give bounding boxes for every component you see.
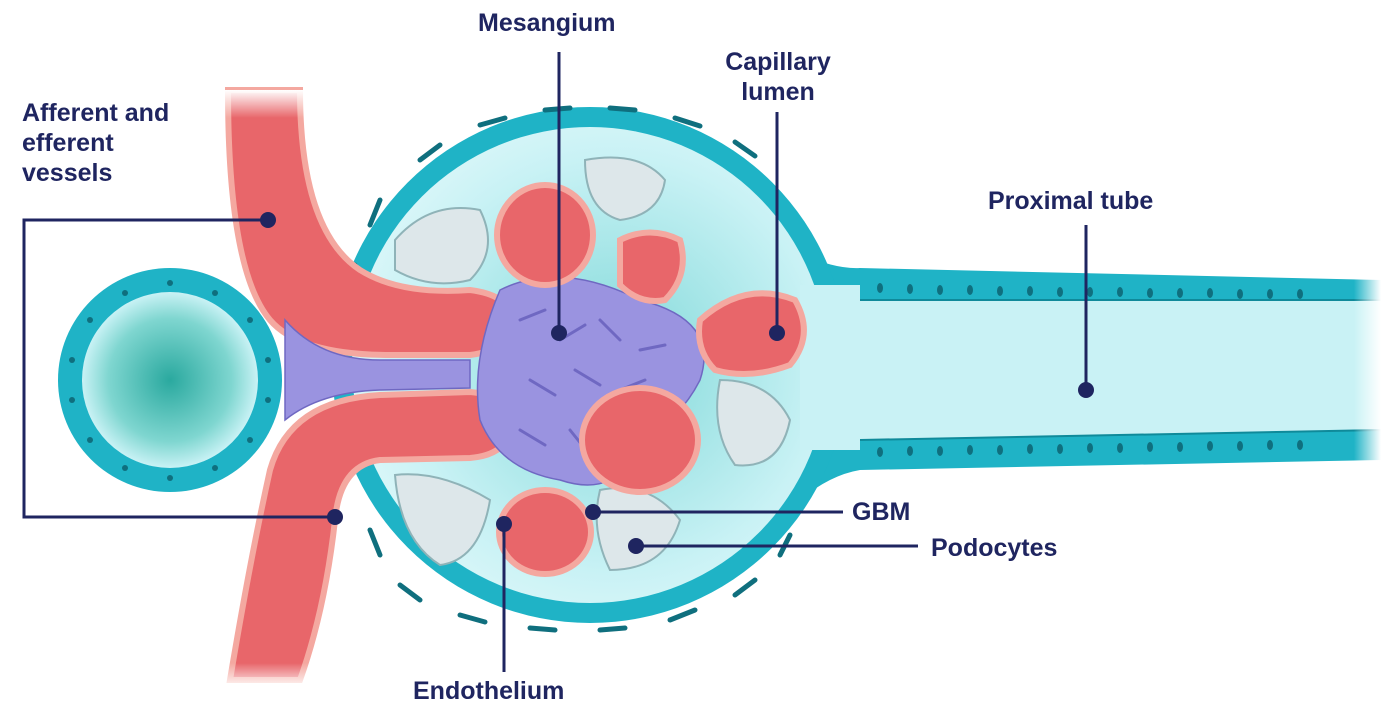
label-capillary-line1: Capillary	[710, 47, 846, 77]
label-proximal-tube: Proximal tube	[988, 186, 1153, 216]
label-vessels-line1: Afferent and	[22, 98, 169, 128]
macula-densa	[58, 268, 282, 492]
label-afferent-efferent-vessels: Afferent and efferent vessels	[22, 98, 169, 188]
label-mesangium: Mesangium	[478, 8, 616, 38]
dot-proximal-tube	[1078, 382, 1094, 398]
dot-gbm	[585, 504, 601, 520]
label-gbm: GBM	[852, 497, 910, 527]
dot-podocytes	[628, 538, 644, 554]
dot-mesangium	[551, 325, 567, 341]
dot-endothelium	[496, 516, 512, 532]
label-capillary-lumen: Capillary lumen	[710, 47, 846, 107]
dot-capillary-lumen	[769, 325, 785, 341]
label-vessels-line3: vessels	[22, 158, 169, 188]
dot-afferent	[260, 212, 276, 228]
label-capillary-line2: lumen	[710, 77, 846, 107]
label-podocytes: Podocytes	[931, 533, 1057, 563]
dot-efferent	[327, 509, 343, 525]
label-endothelium: Endothelium	[413, 676, 564, 706]
label-vessels-line2: efferent	[22, 128, 169, 158]
